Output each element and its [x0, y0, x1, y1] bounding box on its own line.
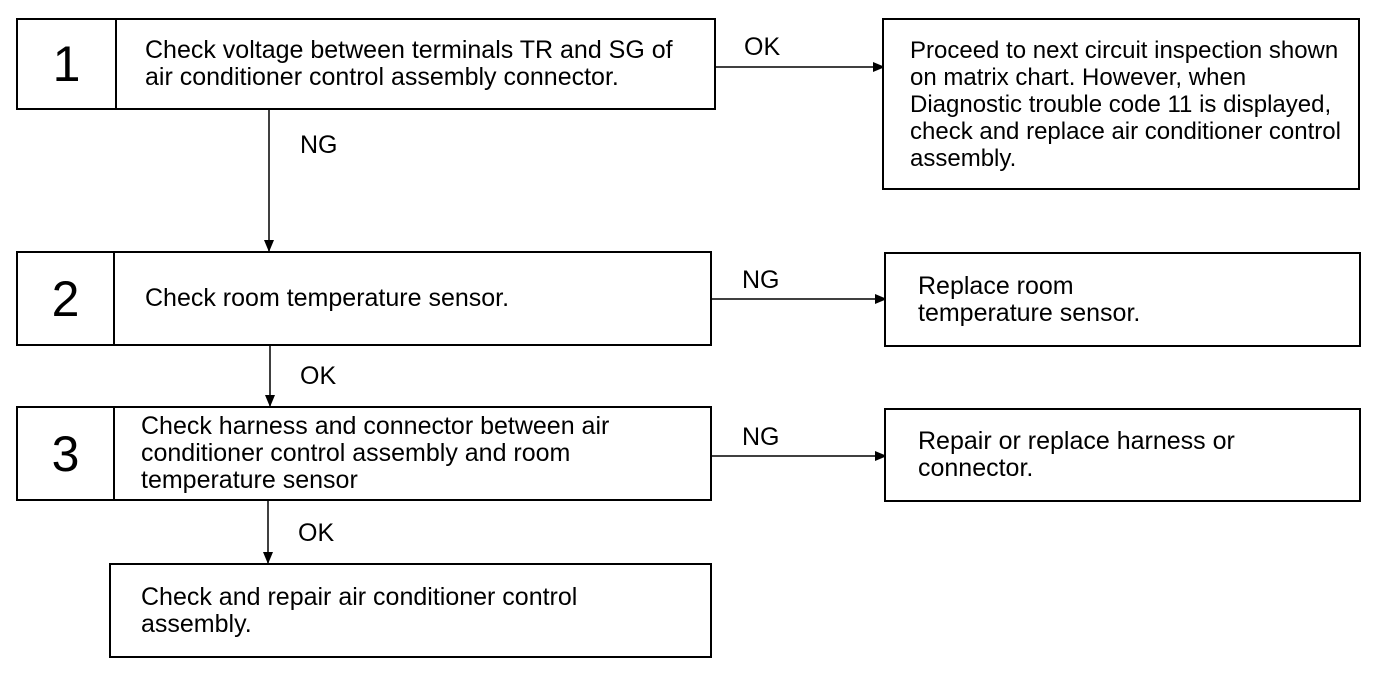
label-step2-ok: OK [300, 362, 337, 390]
result-3-box: Repair or replace harness or connector. [884, 408, 1361, 502]
step-2-box: 2 Check room temperature sensor. [16, 251, 712, 346]
step-1-box: 1 Check voltage between terminals TR and… [16, 18, 716, 110]
label-step3-ng: NG [742, 423, 780, 451]
step-2-number: 2 [18, 253, 115, 344]
step-3-box: 3 Check harness and connector between ai… [16, 406, 712, 501]
step-2-text: Check room temperature sensor. [145, 284, 510, 312]
step-1-text: Check voltage between terminals TR and S… [145, 36, 673, 91]
label-step2-ng: NG [742, 266, 780, 294]
step-3-text: Check harness and connector between air … [141, 412, 610, 494]
result-1-box: Proceed to next circuit inspection shown… [882, 18, 1360, 190]
step-3-number: 3 [18, 408, 115, 499]
result-2-text: Replace room temperature sensor. [918, 271, 1141, 327]
result-2-box: Replace room temperature sensor. [884, 252, 1361, 347]
label-step1-ng: NG [300, 131, 338, 159]
final-step-text: Check and repair air conditioner control… [141, 582, 578, 638]
result-3-text: Repair or replace harness or connector. [918, 427, 1235, 482]
final-step-box: Check and repair air conditioner control… [109, 563, 712, 658]
result-1-text: Proceed to next circuit inspection shown… [910, 36, 1341, 172]
step-1-number: 1 [18, 20, 117, 108]
label-step3-ok: OK [298, 519, 335, 547]
label-step1-ok: OK [744, 33, 781, 61]
